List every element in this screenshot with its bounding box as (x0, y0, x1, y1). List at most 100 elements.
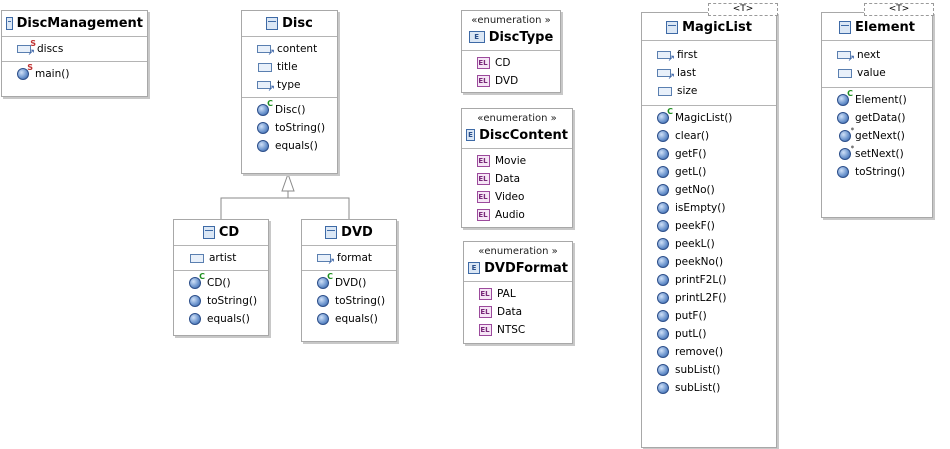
operation-label: toString() (207, 295, 258, 307)
operation-label: setNext() (855, 148, 904, 160)
attribute-label: first (677, 49, 698, 61)
operation-row[interactable]: •getNext() (822, 125, 932, 145)
method-icon (654, 326, 672, 342)
enum-name: DVDFormat (484, 260, 568, 276)
attribute-row[interactable]: ↗last (642, 64, 776, 82)
class-header: DiscManagement (2, 11, 147, 37)
template-parameter: <T> (864, 3, 934, 16)
method-icon (654, 128, 672, 144)
attribute-label: size (677, 85, 698, 97)
attribute-row[interactable]: ↗first (642, 46, 776, 64)
operation-label: remove() (675, 346, 724, 358)
operation-row[interactable]: peekL() (642, 235, 776, 253)
operation-row[interactable]: isEmpty() (642, 199, 776, 217)
attribute-row[interactable]: ↗format (302, 249, 396, 267)
attributes-compartment: artist (174, 246, 268, 270)
operation-row[interactable]: equals() (174, 310, 268, 328)
attribute-row[interactable]: size (642, 82, 776, 100)
method-icon (654, 380, 672, 396)
enum-literal-label: Video (495, 191, 525, 203)
field-icon (836, 65, 854, 81)
operation-row[interactable]: getF() (642, 145, 776, 163)
enum-icon: E (468, 31, 485, 43)
method-icon (314, 311, 332, 327)
operation-label: putF() (675, 310, 707, 322)
generalization-cd-disc (220, 197, 288, 219)
operation-row[interactable]: getL() (642, 163, 776, 181)
class-name: Element (855, 19, 915, 35)
field-icon (656, 83, 674, 99)
method-icon (654, 146, 672, 162)
operation-row[interactable]: subList() (642, 361, 776, 379)
operation-row[interactable]: toString() (242, 119, 337, 137)
operation-row[interactable]: clear() (642, 127, 776, 145)
attribute-row[interactable]: value (822, 64, 932, 82)
operation-row[interactable]: printF2L() (642, 271, 776, 289)
class-icon (6, 16, 13, 30)
attribute-row[interactable]: ↗next (822, 46, 932, 64)
method-icon (654, 254, 672, 270)
attribute-label: title (277, 61, 298, 73)
generic-method-icon: • (834, 125, 855, 144)
method-icon (654, 362, 672, 378)
generalization-arrowhead (281, 172, 295, 192)
enum-icon: E (466, 129, 476, 141)
operation-row[interactable]: equals() (302, 310, 396, 328)
operation-row[interactable]: toString() (822, 163, 932, 181)
operation-row[interactable]: remove() (642, 343, 776, 361)
operation-row[interactable]: peekNo() (642, 253, 776, 271)
attribute-row[interactable]: artist (174, 249, 268, 267)
reference-field-icon: ↗ (836, 47, 855, 63)
method-icon (654, 344, 672, 360)
attribute-row[interactable]: title (242, 58, 337, 76)
operation-row[interactable]: •setNext() (822, 143, 932, 163)
enum-literal-icon: EL (476, 75, 490, 87)
operation-row[interactable]: subList() (642, 379, 776, 397)
operation-row[interactable]: toString() (174, 292, 268, 310)
operation-row[interactable]: toString() (302, 292, 396, 310)
generalization-dvd-disc (288, 197, 350, 219)
enum-literal-label: Data (497, 306, 523, 318)
operation-row[interactable]: peekF() (642, 217, 776, 235)
operation-row[interactable]: getData() (822, 109, 932, 127)
operation-label: peekNo() (675, 256, 724, 268)
reference-field-icon: ↗ (256, 77, 275, 93)
operation-row[interactable]: putF() (642, 307, 776, 325)
operation-row[interactable]: equals() (242, 137, 337, 155)
operation-row[interactable]: putL() (642, 325, 776, 343)
attribute-row[interactable]: ↗content (242, 40, 337, 58)
operation-row[interactable]: printL2F() (642, 289, 776, 307)
operation-row[interactable]: getNo() (642, 181, 776, 199)
operation-label: MagicList() (675, 112, 733, 124)
attribute-row[interactable]: ↗type (242, 76, 337, 94)
operation-label: clear() (675, 130, 710, 142)
enum-name: DiscContent (479, 127, 568, 143)
attributes-compartment: ↗first↗last size (642, 41, 776, 105)
class-header: MagicList (642, 13, 776, 41)
